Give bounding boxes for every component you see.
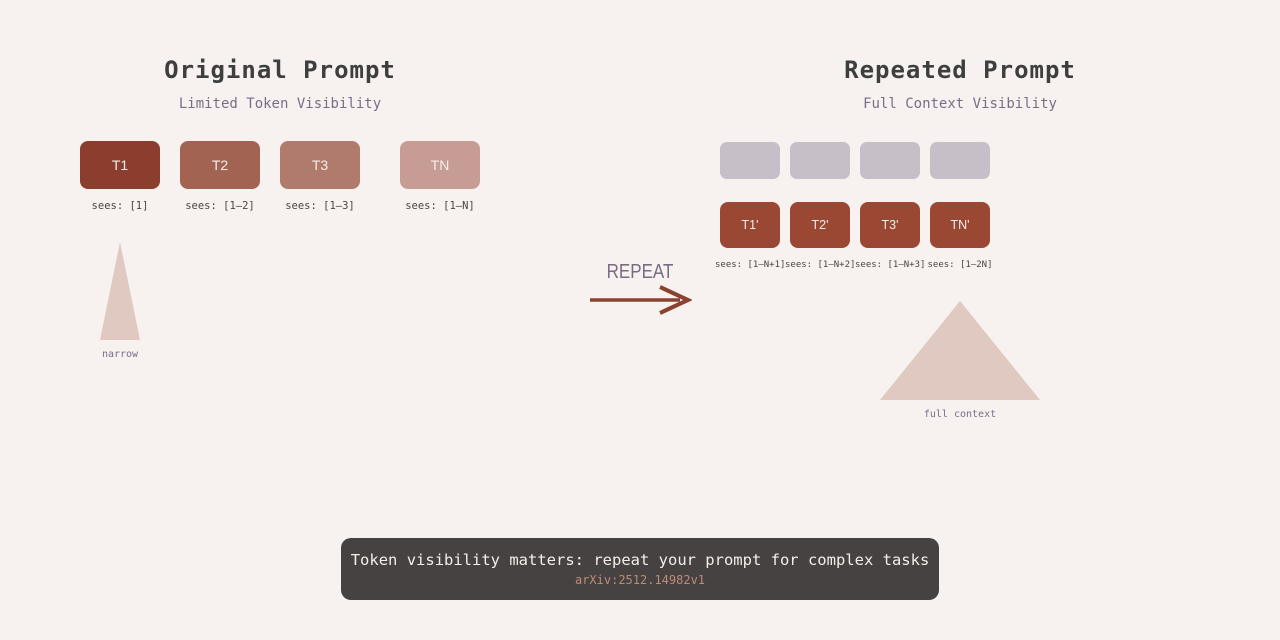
arxiv-reference: arXiv:2512.14982v1 xyxy=(574,573,706,587)
token-t1-prime-label: T1' xyxy=(741,218,759,232)
ghost-token-3 xyxy=(860,142,920,179)
token-t3-prime-visibility: sees: [1–N+3] xyxy=(855,260,926,270)
ghost-token-1 xyxy=(720,142,780,179)
repeat-label: REPEAT xyxy=(606,261,674,283)
token-t3-prime-label: T3' xyxy=(881,218,899,232)
repeated-prompt-title: Repeated Prompt xyxy=(844,56,1076,84)
token-t2-label: T2 xyxy=(211,157,229,173)
token-t2-prime-label: T2' xyxy=(811,218,829,232)
token-t1-prime-visibility: sees: [1–N+1] xyxy=(715,260,786,270)
full-context-triangle-label: full context xyxy=(923,409,997,420)
token-t2-visibility: sees: [1–2] xyxy=(185,200,255,212)
token-t3-label: T3 xyxy=(311,157,329,173)
token-t3: T3 xyxy=(280,141,360,189)
narrow-triangle-label: narrow xyxy=(101,349,139,360)
token-t3-visibility: sees: [1–3] xyxy=(285,200,355,212)
token-tn-visibility: sees: [1–N] xyxy=(405,200,475,212)
token-t2-prime-visibility: sees: [1–N+2] xyxy=(785,260,856,270)
token-tn-prime-visibility: sees: [1–2N] xyxy=(927,260,993,270)
token-t1: T1 xyxy=(80,141,160,189)
token-t3-prime: T3' xyxy=(860,202,920,248)
token-tn-label: TN xyxy=(430,157,450,173)
takeaway-banner: Token visibility matters: repeat your pr… xyxy=(341,538,939,600)
narrow-triangle-icon xyxy=(100,242,140,340)
token-tn: TN xyxy=(400,141,480,189)
token-t1-prime: T1' xyxy=(720,202,780,248)
repeated-prompt-subtitle: Full Context Visibility xyxy=(863,96,1057,112)
token-tn-prime: TN' xyxy=(930,202,990,248)
token-t1-visibility: sees: [1] xyxy=(91,200,149,212)
token-tn-prime-label: TN' xyxy=(950,218,970,232)
ghost-token-4 xyxy=(930,142,990,179)
token-t2-prime: T2' xyxy=(790,202,850,248)
full-context-triangle-icon xyxy=(880,301,1040,400)
token-t1-label: T1 xyxy=(111,157,129,173)
token-t2: T2 xyxy=(180,141,260,189)
original-prompt-title: Original Prompt xyxy=(164,56,396,84)
ghost-token-2 xyxy=(790,142,850,179)
original-prompt-subtitle: Limited Token Visibility xyxy=(178,96,382,112)
repeat-arrow-icon xyxy=(590,285,692,315)
takeaway-text: Token visibility matters: repeat your pr… xyxy=(350,551,930,569)
